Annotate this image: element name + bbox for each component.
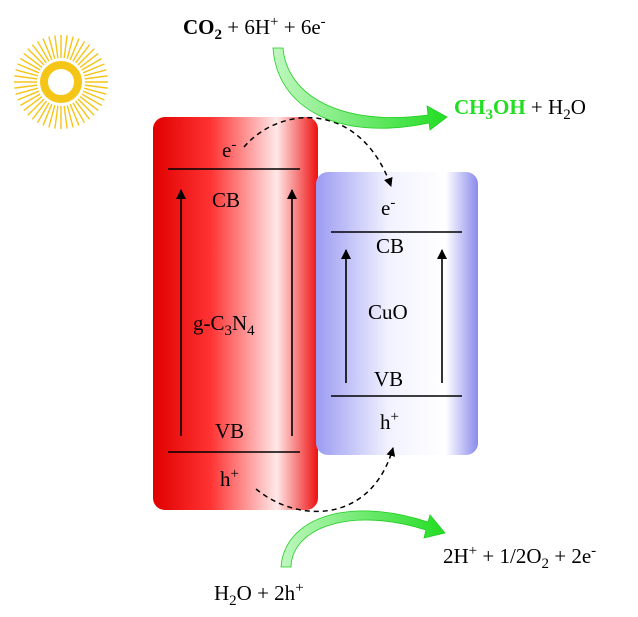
sun-ray <box>63 105 68 129</box>
sun-ray <box>36 40 50 62</box>
sun-icon <box>14 35 108 129</box>
sun-ray <box>75 100 91 120</box>
sun-ray <box>79 96 99 112</box>
sun-ray <box>54 35 59 59</box>
sun-ray <box>17 90 40 101</box>
sun-ray <box>17 63 40 74</box>
sun-ray <box>48 104 56 128</box>
co2-text: CO <box>183 15 215 39</box>
sun-ray <box>81 93 103 107</box>
electron-transfer-arrow <box>243 116 393 187</box>
sun-ray <box>75 44 91 64</box>
sun-ray <box>72 102 86 124</box>
gcn-electron-label: e- <box>222 137 237 162</box>
sun-ray <box>23 52 43 68</box>
sun-ray <box>19 57 41 71</box>
sun-ray <box>27 98 45 116</box>
sun-ray <box>69 103 80 126</box>
gcn-vb-label: VB <box>215 419 245 443</box>
sun-ray <box>66 104 74 128</box>
cuo-material-label: CuO <box>368 300 408 324</box>
sun-ray <box>31 100 47 120</box>
sun-ray <box>63 35 68 59</box>
methanol-text: CH <box>454 95 486 119</box>
sun-ray <box>83 69 107 77</box>
hole-transfer-arrow <box>255 447 396 513</box>
cuo-vb-label: VB <box>374 367 404 391</box>
sun-ray <box>83 87 107 95</box>
sun-ray <box>84 84 108 89</box>
cuo-hole-label: h+ <box>380 409 399 434</box>
oxidation-green-arrow <box>280 510 446 568</box>
oxidation-products: 2H+ + 1/2O2 + 2e- <box>443 543 597 573</box>
gcn-cb-label: CB <box>212 188 241 212</box>
cuo-electron-label: e- <box>381 195 396 220</box>
sun-ray <box>15 87 39 95</box>
sun-ray <box>84 75 108 80</box>
cuo-band-block <box>316 172 478 455</box>
cuo-cb-label: CB <box>376 234 405 258</box>
sun-ray <box>82 63 105 74</box>
gcn-hole-label: h+ <box>220 466 239 491</box>
sun-ray <box>23 96 43 112</box>
sun-ray <box>48 36 56 60</box>
sun-ray <box>36 102 50 124</box>
reduction-green-arrow <box>272 47 448 131</box>
sun-ray <box>82 90 105 101</box>
sun-ray <box>66 36 74 60</box>
reduction-products: CH3OH + H2O <box>454 95 586 124</box>
sun-ray <box>14 75 38 80</box>
gcn-material-label: g-C3N4 <box>193 311 255 340</box>
sun-ray <box>79 52 99 68</box>
sun-ray <box>54 105 59 129</box>
sun-ray <box>14 84 38 89</box>
sun-ray <box>77 48 95 66</box>
sun-ray <box>72 40 86 62</box>
reduction-reactants: CO2 + 6H+ + 6e- <box>183 14 326 44</box>
sun-ray <box>15 69 39 77</box>
sun-ray <box>77 98 95 116</box>
sun-ray <box>31 44 47 64</box>
sun-ray <box>81 57 103 71</box>
sun-ray <box>19 93 41 107</box>
sun-ray <box>27 48 45 66</box>
oxidation-reactants: H2O + 2h+ <box>214 580 304 610</box>
sun-ray <box>42 38 53 61</box>
sun-ray <box>69 38 80 61</box>
sun-ray <box>42 103 53 126</box>
gcn-band-block <box>153 117 318 510</box>
